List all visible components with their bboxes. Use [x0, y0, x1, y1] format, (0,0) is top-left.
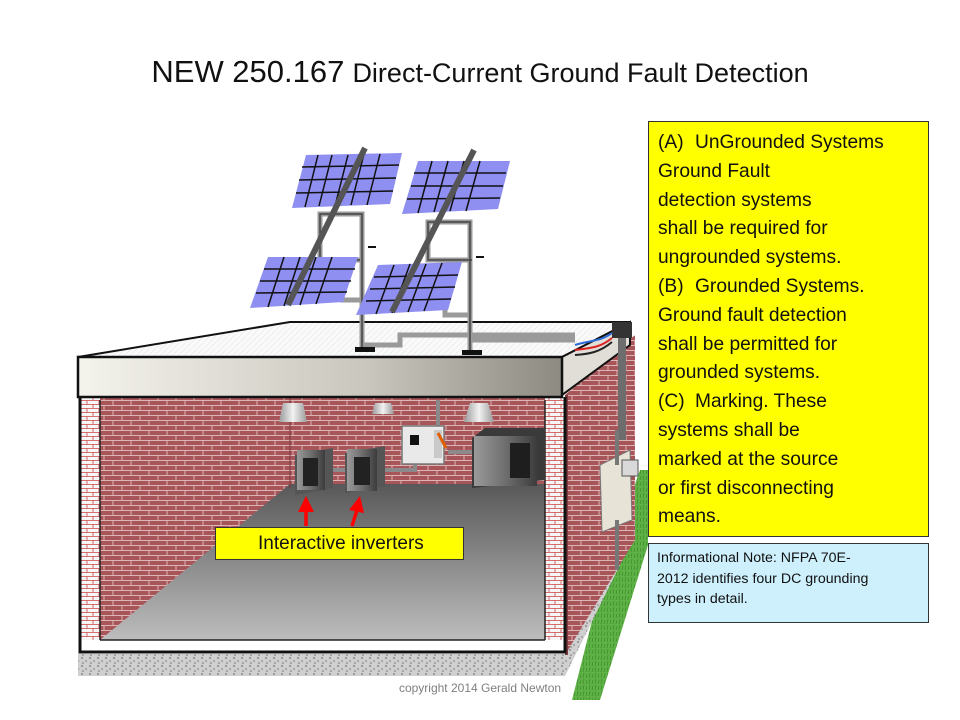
rule-line: UnGrounded Systems — [695, 132, 884, 153]
disconnect-switch — [401, 425, 448, 465]
exterior-conduit — [574, 322, 639, 570]
interior-left-wall — [100, 397, 290, 640]
rule-line: shall be permitted for — [658, 333, 838, 355]
rule-line: detection systems — [658, 189, 812, 211]
rule-line: ungrounded systems. — [658, 247, 842, 269]
solar-panel — [250, 256, 358, 308]
ceiling-lights — [279, 403, 494, 422]
rule-line: marked at the source — [658, 448, 839, 470]
interior-floor — [100, 484, 545, 640]
note-line: types in detail. — [657, 591, 748, 607]
copyright: copyright 2014 Gerald Newton — [398, 681, 562, 695]
inverter-2 — [345, 446, 385, 493]
rules-callout: (A) UnGrounded Systems Ground Fault detec… — [648, 121, 929, 537]
exterior-brick-wall — [565, 335, 635, 655]
rule-line: Ground Fault — [658, 160, 770, 182]
inverter-1 — [295, 448, 333, 495]
inverter-label: Interactive inverters — [215, 527, 464, 560]
rule-line: means. — [658, 506, 721, 528]
solar-panel — [356, 262, 462, 315]
rule-b: (B) Grounded Systems. Ground fault detect… — [658, 273, 922, 388]
slide-title: NEW 250.167 Direct-Current Ground Fault … — [0, 54, 960, 90]
rule-line: Grounded Systems. — [695, 275, 865, 297]
rule-line: Ground fault detection — [658, 304, 847, 326]
title-text: Direct-Current Ground Fault Detection — [352, 58, 809, 88]
rule-letter: (B) — [658, 275, 684, 297]
informational-note: Informational Note: NFPA 70E- 2012 ident… — [648, 543, 929, 623]
rule-line: or first disconnecting — [658, 477, 834, 499]
rule-letter: (A) — [658, 132, 684, 153]
rule-a: (A) UnGrounded Systems Ground Fault detec… — [658, 129, 922, 273]
rule-line: systems shall be — [658, 419, 800, 441]
rule-c: (C) Marking. These systems shall be marke… — [658, 388, 922, 532]
code-section: NEW 250.167 — [151, 54, 345, 89]
rule-line: Marking. These — [695, 391, 827, 413]
inverter-arrows — [298, 496, 364, 527]
note-line: Informational Note: NFPA 70E- — [657, 550, 851, 566]
ground-slab — [78, 540, 620, 676]
rule-line: grounded systems. — [658, 362, 821, 384]
combiner-box — [472, 428, 545, 488]
note-line: 2012 identifies four DC grounding — [657, 570, 869, 587]
parapet — [76, 355, 564, 399]
rule-line: shall be required for — [658, 218, 828, 240]
rule-letter: (C) — [658, 391, 685, 413]
panel-rails — [285, 146, 477, 314]
